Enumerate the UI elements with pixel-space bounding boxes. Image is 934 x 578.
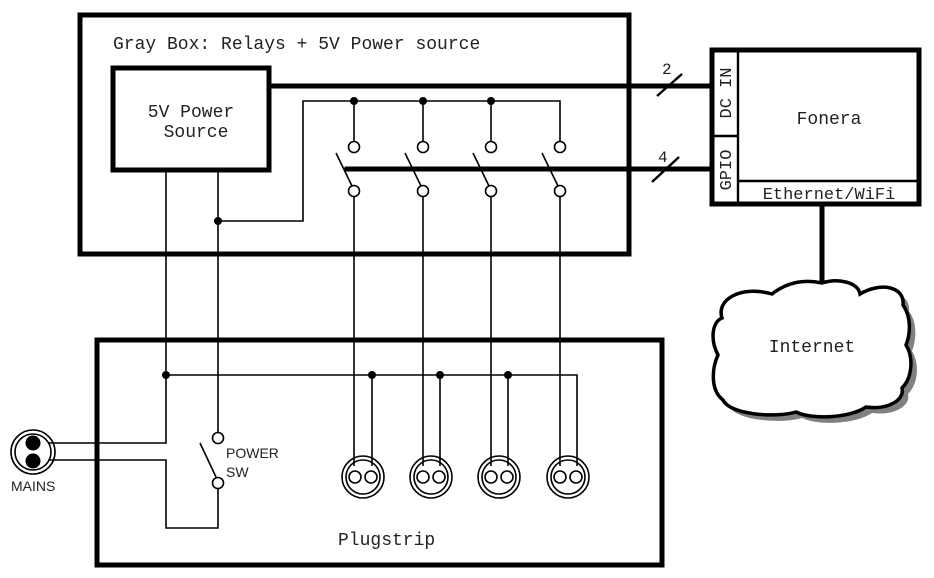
dc-bus-width-label: 2 bbox=[662, 61, 672, 79]
junction-dot bbox=[419, 97, 427, 105]
power-source-label-line2: Source bbox=[164, 123, 229, 143]
relay-1 bbox=[335, 97, 361, 466]
plugstrip-box bbox=[94, 337, 665, 568]
relay-contact-top bbox=[347, 140, 361, 154]
junction-dot bbox=[487, 97, 495, 105]
outlet-2 bbox=[409, 455, 453, 499]
power-switch-label-line2: SW bbox=[226, 464, 249, 480]
fonera-port-net-label: Ethernet/WiFi bbox=[763, 186, 896, 205]
relay-contact-bottom bbox=[416, 184, 430, 198]
internet-cloud: Internet bbox=[711, 279, 917, 423]
power-switch-label-line1: POWER bbox=[226, 445, 279, 461]
cloud-label: Internet bbox=[769, 338, 855, 358]
outlet-3 bbox=[477, 455, 521, 499]
relay-contact-top bbox=[553, 140, 567, 154]
power-switch bbox=[48, 431, 225, 529]
power-source-box bbox=[110, 65, 272, 173]
fonera-box bbox=[709, 47, 922, 207]
cloud-outline bbox=[711, 279, 913, 419]
plugstrip-label: Plugstrip bbox=[338, 531, 435, 551]
mains-live-wire bbox=[48, 375, 167, 444]
gray-box-label: Gray Box: Relays + 5V Power source bbox=[113, 35, 480, 55]
dc-bus-slash bbox=[656, 73, 683, 97]
mains-plug bbox=[10, 429, 56, 475]
relay-blade bbox=[472, 152, 490, 187]
relay-blade bbox=[404, 152, 422, 187]
relay-contact-bottom bbox=[347, 184, 361, 198]
relay-3 bbox=[472, 97, 498, 466]
relay-contact-top bbox=[416, 140, 430, 154]
mains-label: MAINS bbox=[11, 478, 55, 494]
gpio-bus-width-label: 4 bbox=[658, 149, 668, 167]
relay-4 bbox=[541, 140, 567, 466]
neutral-bus bbox=[166, 374, 578, 466]
gpio-bus-slash bbox=[651, 156, 680, 183]
junction-dot bbox=[214, 217, 222, 225]
power-source-label-line1: 5V Power bbox=[148, 103, 234, 123]
switch-blade bbox=[199, 442, 217, 478]
relay-blade bbox=[335, 152, 353, 187]
fonera-label: Fonera bbox=[797, 110, 862, 130]
relay-contact-top bbox=[484, 140, 498, 154]
relay-contact-bottom bbox=[553, 184, 567, 198]
switch-contact-top bbox=[211, 431, 225, 445]
outlet-4 bbox=[546, 455, 590, 499]
relay-contact-bottom bbox=[484, 184, 498, 198]
switch-contact-bottom bbox=[211, 476, 225, 490]
relay-blade bbox=[541, 152, 559, 187]
wire-relay-common bbox=[218, 100, 561, 222]
fonera-port-gpio-label: GPIO bbox=[718, 150, 737, 191]
junction-dot bbox=[350, 97, 358, 105]
outlet-1 bbox=[341, 455, 385, 499]
fonera-port-dc-label: DC IN bbox=[718, 67, 737, 118]
relay-2 bbox=[404, 97, 430, 466]
